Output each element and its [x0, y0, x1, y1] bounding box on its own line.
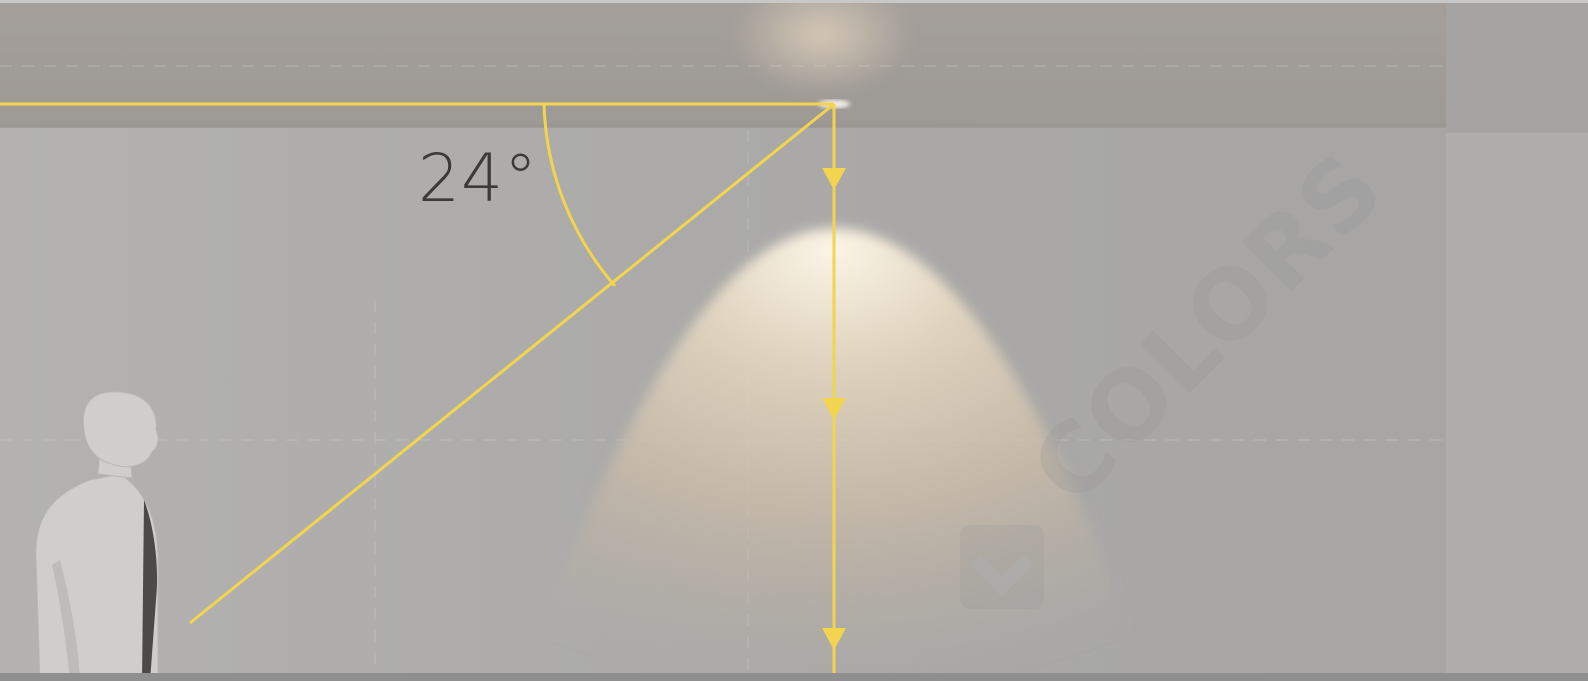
ceiling: [0, 3, 1446, 127]
person-silhouette-icon: [35, 391, 159, 681]
arrow-group: [822, 168, 846, 650]
top-border: [0, 0, 1588, 3]
arrow-down-icon: [822, 628, 846, 650]
watermark-logo-icon: [960, 525, 1044, 609]
bottom-border: [0, 673, 1588, 681]
side-ceiling: [1446, 3, 1588, 133]
beam-geometry: [0, 102, 836, 675]
arrow-down-icon: [822, 168, 846, 190]
ceiling-glow: [732, 0, 912, 95]
angle-arc: [542, 103, 617, 287]
angle-line: [189, 102, 835, 625]
angle-label: 24°: [418, 140, 538, 217]
arrow-down-icon: [822, 398, 846, 420]
ceiling-edge: [0, 124, 1446, 128]
